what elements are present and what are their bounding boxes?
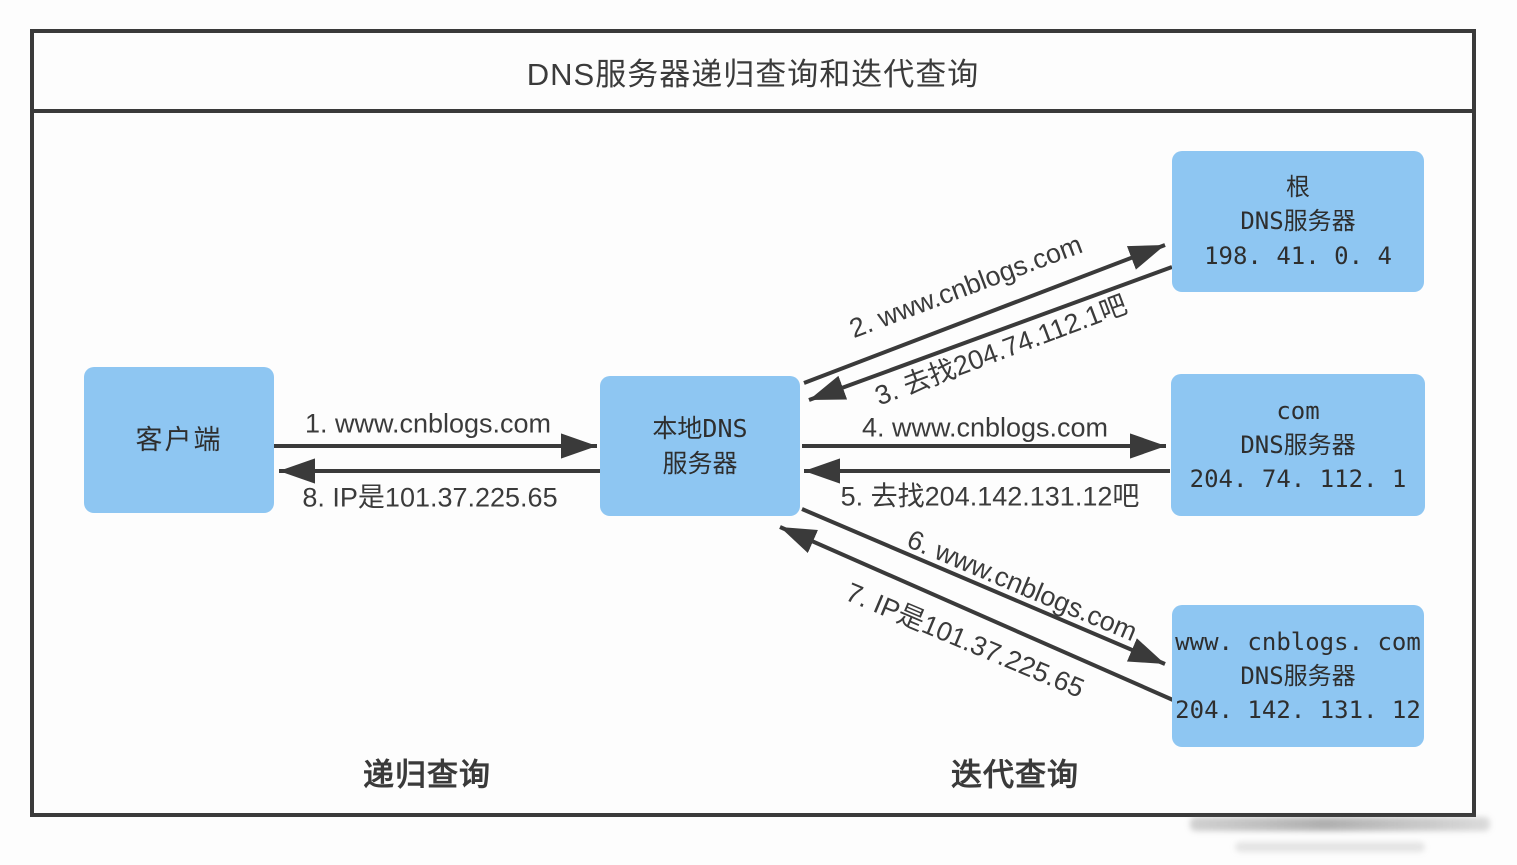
recursive-query-caption: 递归查询 xyxy=(363,757,491,793)
arrow-2-query-line xyxy=(803,243,1166,385)
node-root-dns-line1: 根 xyxy=(1286,173,1310,202)
iterative-query-caption: 迭代查询 xyxy=(951,757,1079,793)
node-local-dns-line2: 服务器 xyxy=(662,449,738,478)
arrow-7-response-line xyxy=(779,525,1174,702)
arrow-4-label: 4. www.cnblogs.com xyxy=(861,412,1109,443)
arrow-3-referral-line xyxy=(808,265,1173,402)
node-root-dns-server: 根 DNS服务器 198. 41. 0. 4 xyxy=(1172,151,1424,292)
node-root-dns-line2: DNS服务器 xyxy=(1240,207,1356,236)
title-band: DNS服务器递归查询和迭代查询 xyxy=(34,33,1472,113)
node-auth-dns-ip: 204. 142. 131. 12 xyxy=(1175,696,1421,725)
node-client: 客户端 xyxy=(84,367,274,513)
diagram-title: DNS服务器递归查询和迭代查询 xyxy=(526,56,980,92)
node-local-dns-server: 本地DNS 服务器 xyxy=(600,376,800,516)
node-client-label: 客户端 xyxy=(135,424,223,455)
arrow-5-label: 5. 去找204.142.131.12吧 xyxy=(840,481,1140,512)
arrow-1-label: 1. www.cnblogs.com xyxy=(304,408,552,439)
arrow-6-query-line xyxy=(801,507,1166,666)
node-com-dns-server: com DNS服务器 204. 74. 112. 1 xyxy=(1171,374,1425,516)
node-com-dns-line1: com xyxy=(1276,396,1320,425)
node-local-dns-line1: 本地DNS xyxy=(652,413,748,443)
arrow-8-label: 8. IP是101.37.225.65 xyxy=(302,482,558,513)
node-auth-dns-line1: www. cnblogs. com xyxy=(1175,627,1421,656)
diagram-border: DNS服务器递归查询和迭代查询 xyxy=(30,29,1476,817)
node-com-dns-ip: 204. 74. 112. 1 xyxy=(1189,465,1407,494)
node-root-dns-ip: 198. 41. 0. 4 xyxy=(1204,241,1392,270)
node-authoritative-dns-server: www. cnblogs. com DNS服务器 204. 142. 131. … xyxy=(1172,605,1424,747)
node-com-dns-line2: DNS服务器 xyxy=(1240,430,1356,459)
node-auth-dns-line2: DNS服务器 xyxy=(1240,661,1356,690)
